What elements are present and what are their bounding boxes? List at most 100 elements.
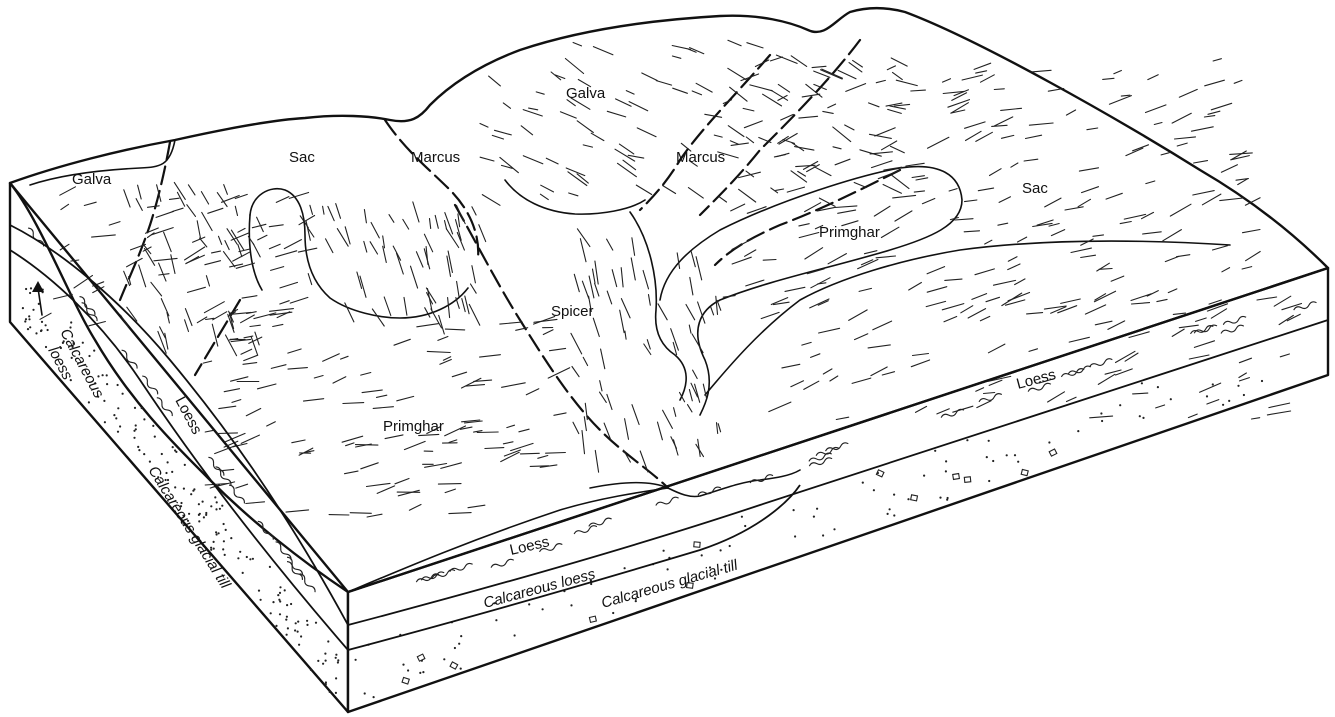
till-grain bbox=[335, 692, 337, 694]
till-grain bbox=[161, 453, 163, 455]
till-grain bbox=[324, 653, 326, 655]
slope-stroke bbox=[835, 206, 857, 208]
slope-stroke bbox=[462, 299, 465, 312]
slope-stroke bbox=[811, 354, 820, 358]
slope-stroke bbox=[336, 204, 341, 219]
slope-stroke bbox=[1030, 70, 1051, 72]
slope-stroke bbox=[616, 99, 632, 106]
slope-stroke bbox=[911, 360, 929, 367]
slope-stroke bbox=[271, 267, 284, 271]
slope-stroke bbox=[1002, 135, 1014, 138]
slope-stroke bbox=[148, 233, 155, 238]
slope-stroke bbox=[672, 56, 680, 58]
slope-stroke bbox=[890, 106, 906, 109]
slope-stroke bbox=[577, 229, 590, 247]
slope-stroke bbox=[778, 84, 789, 92]
till-grain bbox=[1212, 383, 1214, 385]
slope-stroke bbox=[1146, 181, 1155, 184]
slope-stroke bbox=[1085, 305, 1105, 314]
slope-stroke bbox=[480, 124, 488, 128]
slope-stroke bbox=[874, 206, 890, 216]
slope-stroke bbox=[84, 202, 96, 205]
slope-stroke bbox=[361, 463, 378, 469]
slope-stroke bbox=[1111, 276, 1124, 281]
slope-stroke bbox=[686, 305, 695, 320]
slope-stroke bbox=[1103, 78, 1114, 79]
slope-stroke bbox=[235, 206, 237, 215]
till-grain bbox=[813, 516, 815, 518]
slope-stroke bbox=[356, 445, 378, 446]
slope-stroke bbox=[1121, 95, 1130, 96]
slope-stroke bbox=[160, 327, 166, 338]
slope-stroke bbox=[1029, 349, 1038, 352]
slope-stroke bbox=[361, 373, 371, 376]
slope-stroke bbox=[148, 206, 160, 208]
slope-stroke bbox=[573, 43, 581, 46]
till-grain bbox=[988, 480, 990, 482]
slope-stroke bbox=[521, 126, 532, 135]
slope-stroke bbox=[1173, 313, 1185, 314]
slope-stroke bbox=[643, 271, 648, 289]
slope-stroke bbox=[397, 396, 414, 400]
slope-stroke bbox=[480, 157, 494, 161]
slope-stroke bbox=[546, 158, 558, 164]
slope-stroke bbox=[205, 261, 221, 265]
till-grain bbox=[1237, 385, 1239, 387]
slope-stroke bbox=[413, 202, 419, 222]
slope-stroke bbox=[1029, 123, 1053, 125]
slope-stroke bbox=[876, 80, 885, 82]
slope-stroke bbox=[403, 219, 409, 229]
slope-stroke bbox=[1027, 313, 1043, 314]
slope-stroke bbox=[728, 40, 741, 46]
till-grain bbox=[612, 612, 614, 614]
till-grain bbox=[793, 509, 795, 511]
slope-stroke bbox=[1163, 230, 1182, 241]
slope-stroke bbox=[574, 274, 579, 291]
till-grain bbox=[198, 503, 200, 505]
till-grain bbox=[70, 321, 72, 323]
slope-stroke bbox=[200, 238, 207, 247]
slope-stroke bbox=[1045, 198, 1061, 207]
till-grain bbox=[198, 520, 200, 522]
slope-stroke bbox=[607, 239, 613, 250]
slope-stroke bbox=[717, 300, 721, 310]
slope-stroke bbox=[582, 431, 585, 454]
slope-stroke bbox=[776, 55, 797, 63]
slope-stroke bbox=[249, 337, 262, 343]
till-grain bbox=[327, 640, 329, 642]
till-grain bbox=[460, 635, 462, 637]
till-grain bbox=[279, 586, 281, 588]
slope-stroke bbox=[719, 197, 726, 202]
label-galva-top: Galva bbox=[566, 85, 606, 102]
slope-stroke bbox=[975, 269, 994, 275]
slope-stroke bbox=[965, 122, 986, 128]
slope-stroke bbox=[1193, 191, 1214, 195]
slope-stroke bbox=[1066, 110, 1075, 115]
slope-stroke bbox=[974, 63, 991, 69]
slope-stroke bbox=[370, 242, 377, 254]
slope-stroke bbox=[203, 361, 211, 363]
till-grain bbox=[1261, 380, 1263, 382]
till-grain bbox=[215, 531, 217, 533]
slope-stroke bbox=[438, 337, 448, 341]
till-grain bbox=[907, 498, 909, 500]
slope-stroke bbox=[425, 308, 430, 318]
slope-stroke bbox=[156, 211, 174, 217]
slope-stroke bbox=[988, 344, 1005, 353]
slope-stroke bbox=[1131, 294, 1151, 301]
slope-stroke bbox=[690, 277, 693, 295]
slope-stroke bbox=[625, 331, 626, 339]
till-grain bbox=[729, 545, 731, 547]
slope-stroke bbox=[1094, 291, 1115, 302]
till-grain bbox=[1077, 430, 1079, 432]
slope-stroke bbox=[92, 235, 116, 237]
slope-stroke bbox=[417, 324, 439, 327]
slope-stroke bbox=[1015, 279, 1025, 285]
slope-stroke bbox=[743, 108, 754, 111]
slope-stroke bbox=[469, 304, 480, 325]
slope-stroke bbox=[589, 276, 594, 298]
slope-stroke bbox=[1109, 96, 1131, 105]
till-grain bbox=[1141, 382, 1143, 384]
slope-stroke bbox=[631, 258, 635, 280]
